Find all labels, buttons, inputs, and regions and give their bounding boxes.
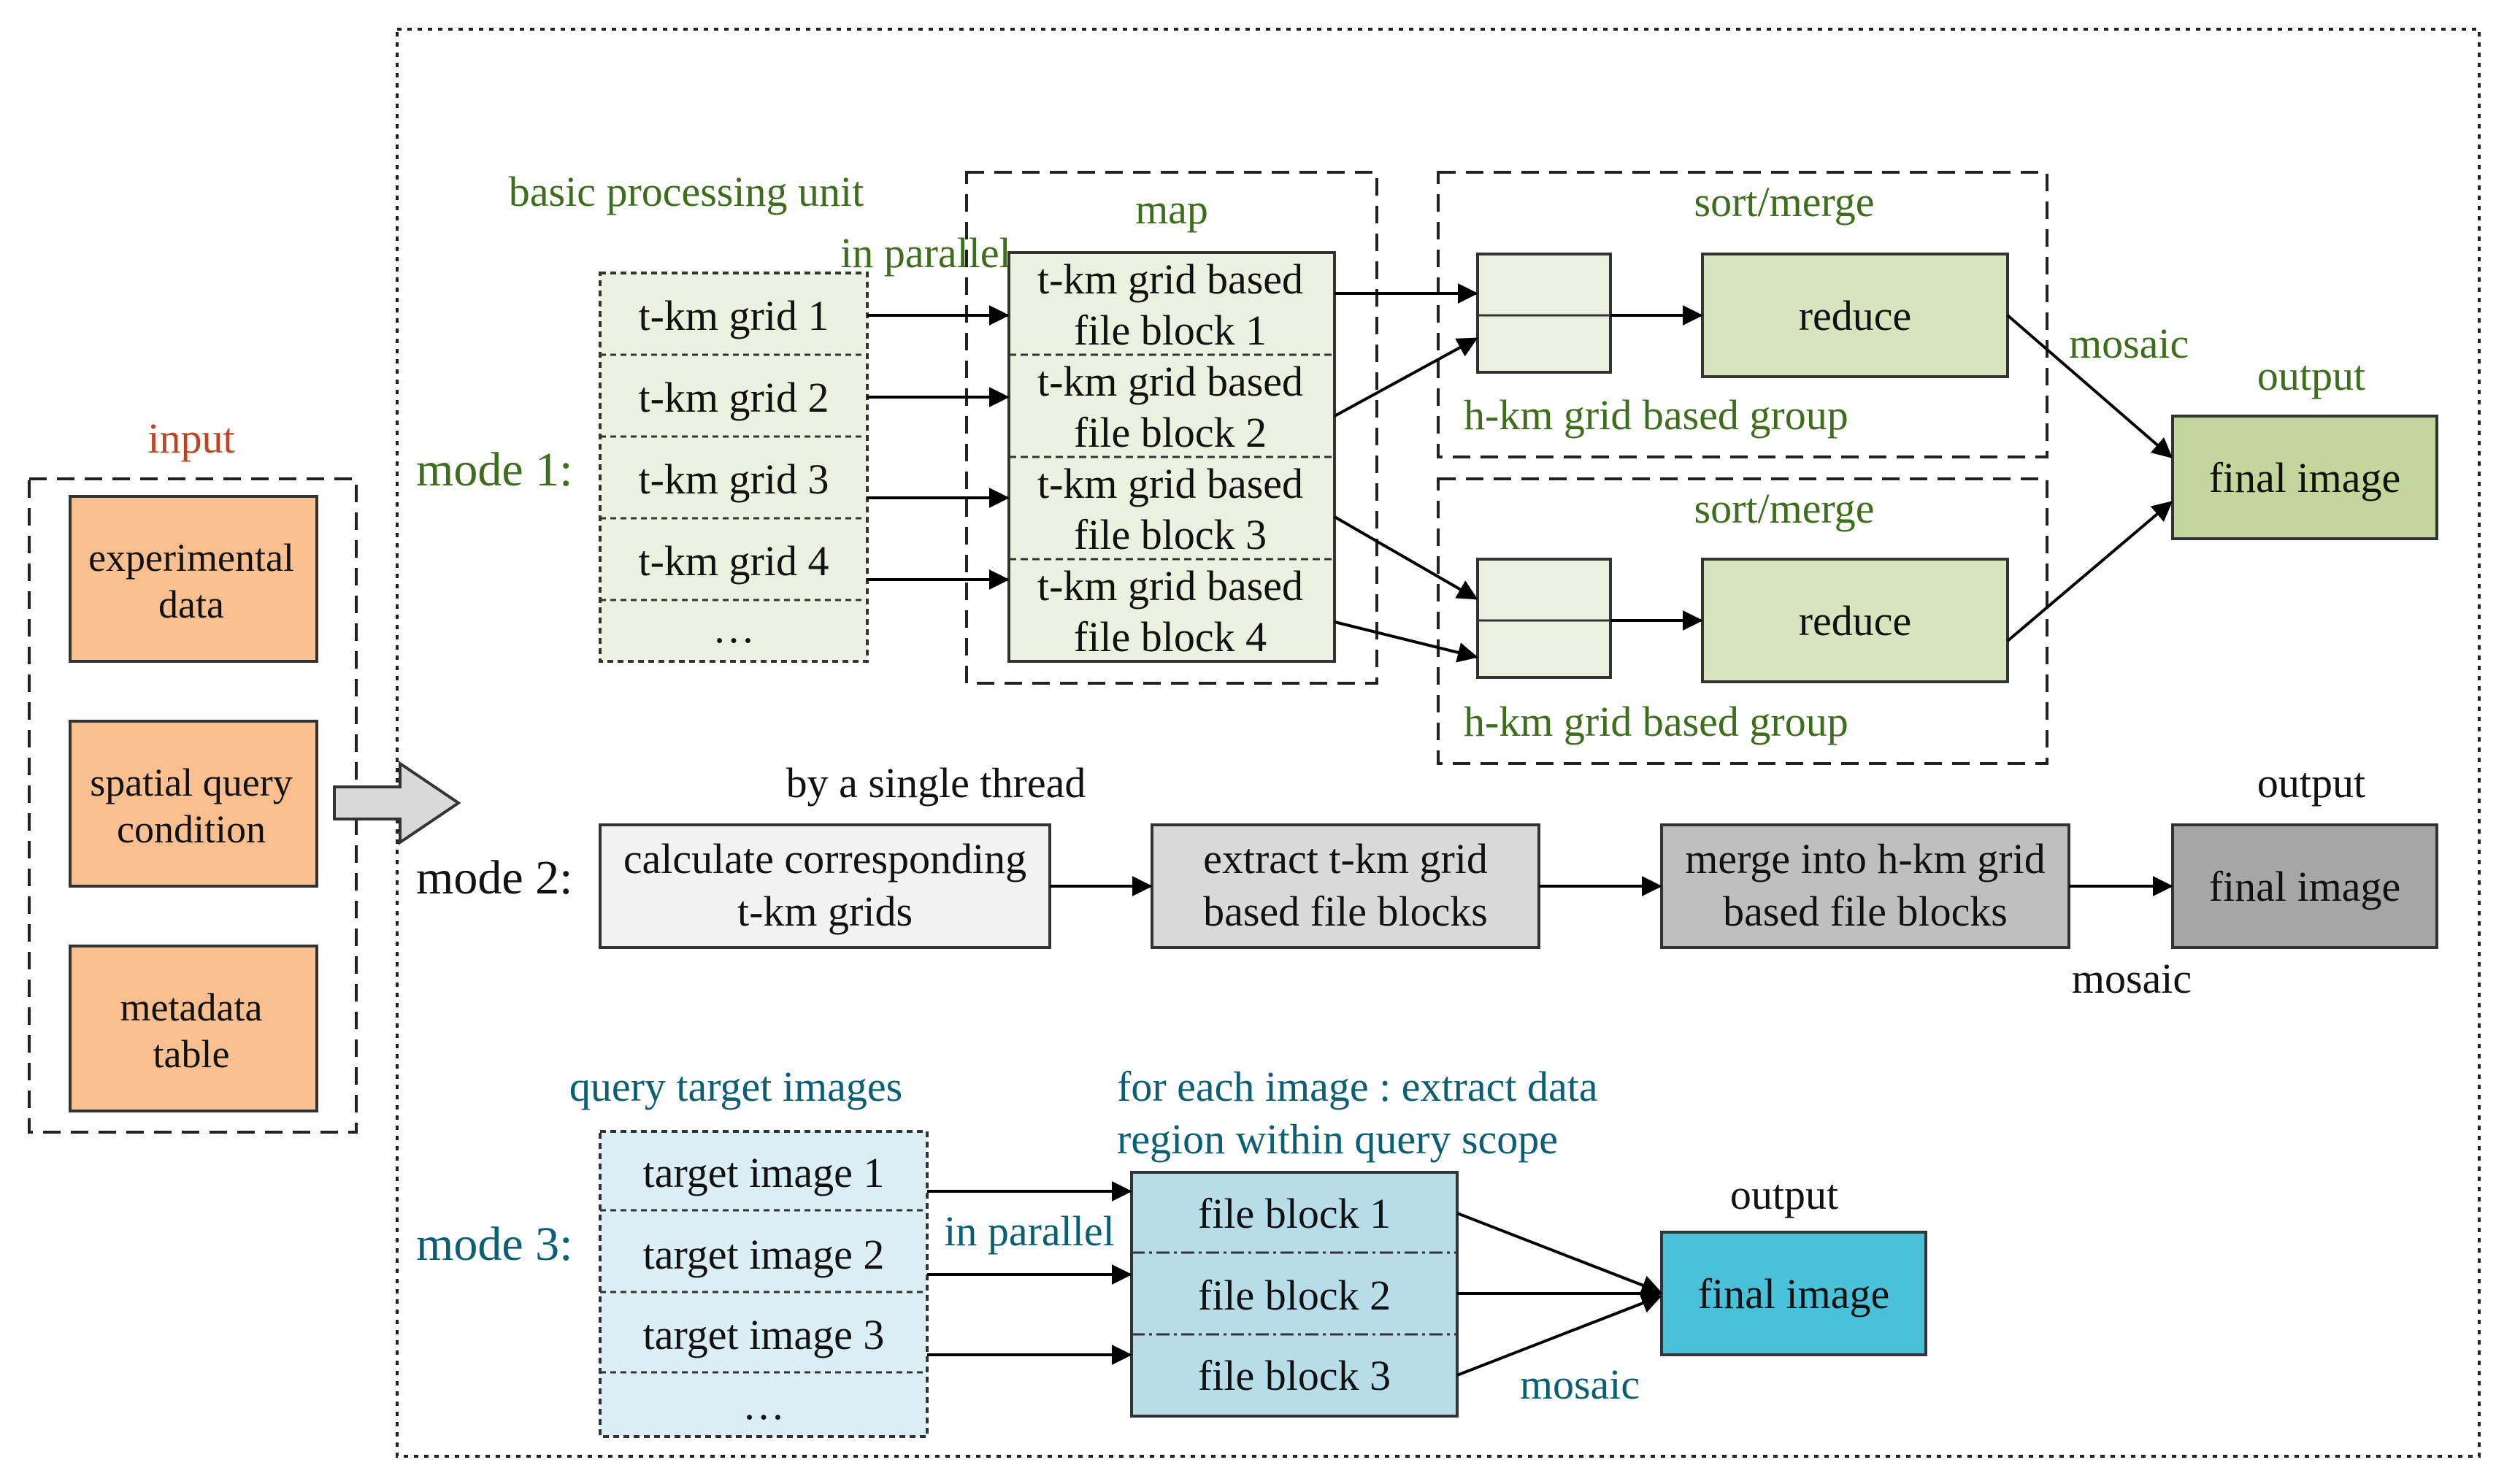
experimental-data-line2: data	[158, 583, 224, 626]
block-to-final-arrow	[1456, 1212, 1662, 1295]
each-image-label-line2: region within query scope	[1117, 1115, 1558, 1163]
experimental-data-box	[69, 495, 318, 663]
sort-merge-frame-1	[1437, 171, 2048, 458]
grid-item: t-km grid 4	[639, 537, 829, 585]
input-label: input	[147, 415, 234, 462]
mode2-section: mode 2: by a single thread calculate cor…	[416, 759, 2438, 1002]
mode1-label: mode 1:	[416, 443, 572, 496]
calc-grids-line1: calculate corresponding	[623, 835, 1026, 883]
block-to-final-arrow	[1456, 1293, 1662, 1377]
single-thread-label: by a single thread	[786, 759, 1086, 807]
file-block-text: t-km grid based	[1037, 562, 1303, 610]
file-block-text: file block 4	[1074, 613, 1267, 661]
target-image-ellipsis: …	[742, 1381, 785, 1429]
mode2-mosaic-label: mosaic	[2072, 955, 2192, 1002]
extract-blocks-line1: extract t-km grid	[1203, 835, 1488, 883]
group-label-2: h-km grid based group	[1464, 698, 1848, 745]
reduce-box-2	[1701, 558, 2009, 683]
block-to-group-arrow	[1334, 515, 1478, 600]
reduce-label-2: reduce	[1799, 597, 1912, 645]
calc-grids-box	[599, 823, 1051, 949]
group-box-2	[1476, 558, 1612, 679]
reduce-to-final-arrow	[2006, 501, 2173, 642]
mode1-in-parallel-label: in parallel	[840, 229, 1011, 277]
extract-blocks-line2: based file blocks	[1203, 888, 1488, 935]
mode2-label: mode 2:	[416, 851, 572, 904]
merge-blocks-line1: merge into h-km grid	[1685, 835, 2045, 883]
mode3-file-block: file block 1	[1198, 1190, 1391, 1237]
calc-grids-line2: t-km grids	[737, 888, 913, 935]
extract-blocks-box	[1151, 823, 1540, 949]
file-block-text: t-km grid based	[1037, 255, 1303, 303]
file-block-text: t-km grid based	[1037, 460, 1303, 507]
target-image-item: target image 1	[643, 1149, 885, 1196]
group-label-1: h-km grid based group	[1464, 391, 1848, 439]
mode3-file-block: file block 2	[1198, 1272, 1391, 1319]
mode1-final-image-box	[2171, 415, 2438, 540]
mode1-mosaic-label: mosaic	[2069, 320, 2189, 367]
metadata-table-line2: table	[153, 1032, 230, 1076]
mode1-output-label: output	[2257, 352, 2365, 399]
map-frame	[965, 171, 1378, 685]
mode1-final-image-label: final image	[2209, 454, 2401, 501]
mode3-label: mode 3:	[416, 1218, 572, 1271]
input-group: input experimental data spatial query co…	[28, 415, 358, 1134]
mode1-section: mode 1: basic processing unit in paralle…	[416, 168, 2438, 765]
outer-frame	[396, 28, 2481, 1458]
grid-item: t-km grid 3	[639, 455, 829, 503]
reduce-label-1: reduce	[1799, 292, 1912, 339]
mode3-section: mode 3: query target images target image…	[416, 1063, 1927, 1438]
mode2-output-label: output	[2257, 759, 2365, 807]
spatial-query-box	[69, 720, 318, 888]
mode3-final-image-box	[1660, 1231, 1927, 1356]
block-to-group-arrow	[1334, 337, 1478, 418]
each-image-label-line1: for each image : extract data	[1117, 1063, 1598, 1110]
file-block-text: file block 3	[1074, 511, 1267, 558]
file-block-text: file block 1	[1074, 307, 1267, 354]
mode3-file-block-stack	[1130, 1171, 1459, 1418]
mode2-final-image-box	[2171, 823, 2438, 949]
grid-item-ellipsis: …	[713, 604, 755, 652]
sort-merge-label-2: sort/merge	[1694, 485, 1875, 532]
spatial-query-line1: spatial query	[90, 761, 292, 804]
metadata-table-box	[69, 945, 318, 1112]
query-target-images-label: query target images	[569, 1063, 902, 1110]
map-label: map	[1135, 185, 1208, 233]
merge-blocks-box	[1660, 823, 2070, 949]
merge-blocks-line2: based file blocks	[1723, 888, 2008, 935]
spatial-query-line2: condition	[117, 807, 266, 851]
mode2-final-image-label: final image	[2209, 863, 2401, 910]
target-image-stack	[599, 1130, 929, 1438]
sort-merge-frame-2	[1437, 477, 2048, 765]
basic-processing-unit-label: basic processing unit	[509, 168, 864, 215]
file-block-text: t-km grid based	[1037, 358, 1303, 405]
file-block-text: file block 2	[1074, 409, 1267, 456]
target-image-item: target image 2	[643, 1231, 885, 1278]
target-image-item: target image 3	[643, 1311, 885, 1358]
mode3-mosaic-label: mosaic	[1520, 1361, 1640, 1408]
mode3-final-image-label: final image	[1698, 1270, 1890, 1318]
grid-item: t-km grid 2	[639, 374, 829, 421]
grid-stack	[599, 272, 869, 663]
reduce-to-final-arrow	[2006, 314, 2173, 458]
group-box-1	[1476, 253, 1612, 374]
sort-merge-label-1: sort/merge	[1694, 178, 1875, 226]
input-to-modes-arrow	[333, 761, 461, 845]
mode3-in-parallel-label: in parallel	[944, 1207, 1115, 1255]
metadata-table-line1: metadata	[120, 985, 263, 1029]
block-to-group-arrow	[1334, 620, 1478, 663]
mode3-file-block: file block 3	[1198, 1352, 1391, 1399]
mode3-output-label: output	[1730, 1171, 1838, 1218]
grid-item: t-km grid 1	[639, 292, 829, 339]
experimental-data-line1: experimental	[88, 536, 294, 580]
